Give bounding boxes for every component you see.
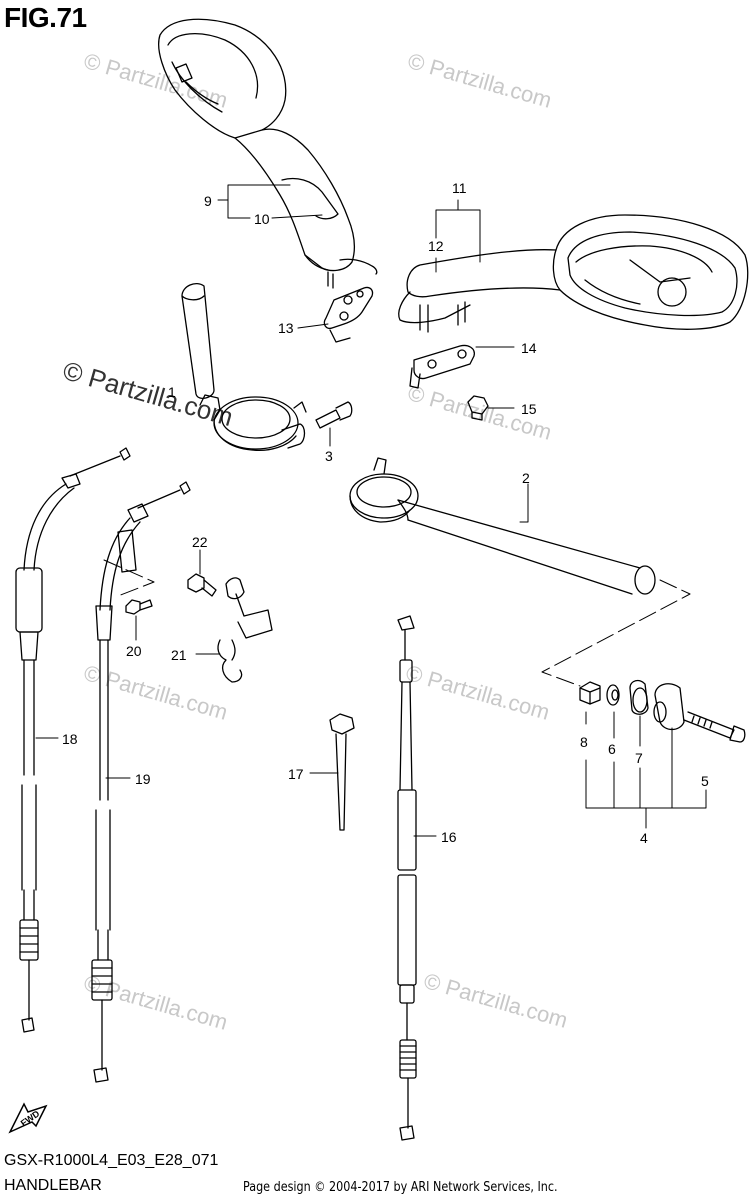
left-mirror[interactable] (158, 18, 378, 289)
leader-lines (35, 184, 707, 837)
section-name: HANDLEBAR (4, 1177, 102, 1194)
callout-9[interactable]: 9 (204, 193, 212, 209)
model-code: GSX-R1000L4_E03_E28_071 (4, 1152, 219, 1169)
throttle-grip-1[interactable] (181, 282, 307, 452)
right-mirror[interactable] (398, 214, 749, 333)
balancer-nut-8[interactable] (579, 681, 601, 705)
bolt-22[interactable] (187, 573, 217, 597)
callout-19[interactable]: 19 (135, 771, 151, 787)
cable-tie-17[interactable] (329, 713, 355, 831)
callout-21[interactable]: 21 (171, 647, 187, 663)
callout-14[interactable]: 14 (521, 340, 537, 356)
callout-3[interactable]: 3 (325, 448, 333, 464)
callout-11[interactable]: 11 (452, 180, 467, 196)
callout-22[interactable]: 22 (192, 534, 208, 550)
page-credit: Page design © 2004-2017 by ARI Network S… (243, 1180, 558, 1195)
clutch-cable-16[interactable] (397, 615, 417, 1141)
callout-7[interactable]: 7 (635, 750, 643, 766)
callout-4[interactable]: 4 (640, 830, 648, 846)
callout-17[interactable]: 17 (288, 766, 304, 782)
throttle-cable-19[interactable] (91, 481, 191, 1083)
bolt-3[interactable] (315, 401, 353, 429)
callout-20[interactable]: 20 (126, 643, 142, 659)
bracket-13[interactable] (323, 286, 374, 343)
spacer-7[interactable] (629, 679, 649, 715)
throttle-cable-18[interactable] (15, 447, 131, 1033)
balancer-weight[interactable] (653, 683, 685, 731)
handlebar-2[interactable] (349, 457, 656, 595)
callout-18[interactable]: 18 (62, 731, 78, 747)
figure-title: FIG.71 (4, 2, 87, 33)
callout-13[interactable]: 13 (278, 320, 294, 336)
callout-1[interactable]: 1 (168, 384, 176, 400)
callout-2[interactable]: 2 (522, 470, 530, 486)
callout-12[interactable]: 12 (428, 238, 444, 254)
phantom-lines (103, 559, 691, 687)
bracket-14[interactable] (409, 344, 475, 389)
nut-15[interactable] (467, 395, 489, 421)
bolt-5[interactable] (683, 711, 746, 743)
bracket-21[interactable] (217, 577, 273, 683)
callout-6[interactable]: 6 (608, 741, 616, 757)
callout-16[interactable]: 16 (441, 829, 457, 845)
fwd-arrow-icon: FWD (8, 1102, 48, 1134)
washer-6[interactable] (606, 684, 620, 706)
bolt-20[interactable] (125, 599, 153, 615)
callout-5[interactable]: 5 (701, 773, 709, 789)
callout-10[interactable]: 10 (254, 211, 270, 227)
callout-15[interactable]: 15 (521, 401, 537, 417)
callout-8[interactable]: 8 (580, 734, 588, 750)
